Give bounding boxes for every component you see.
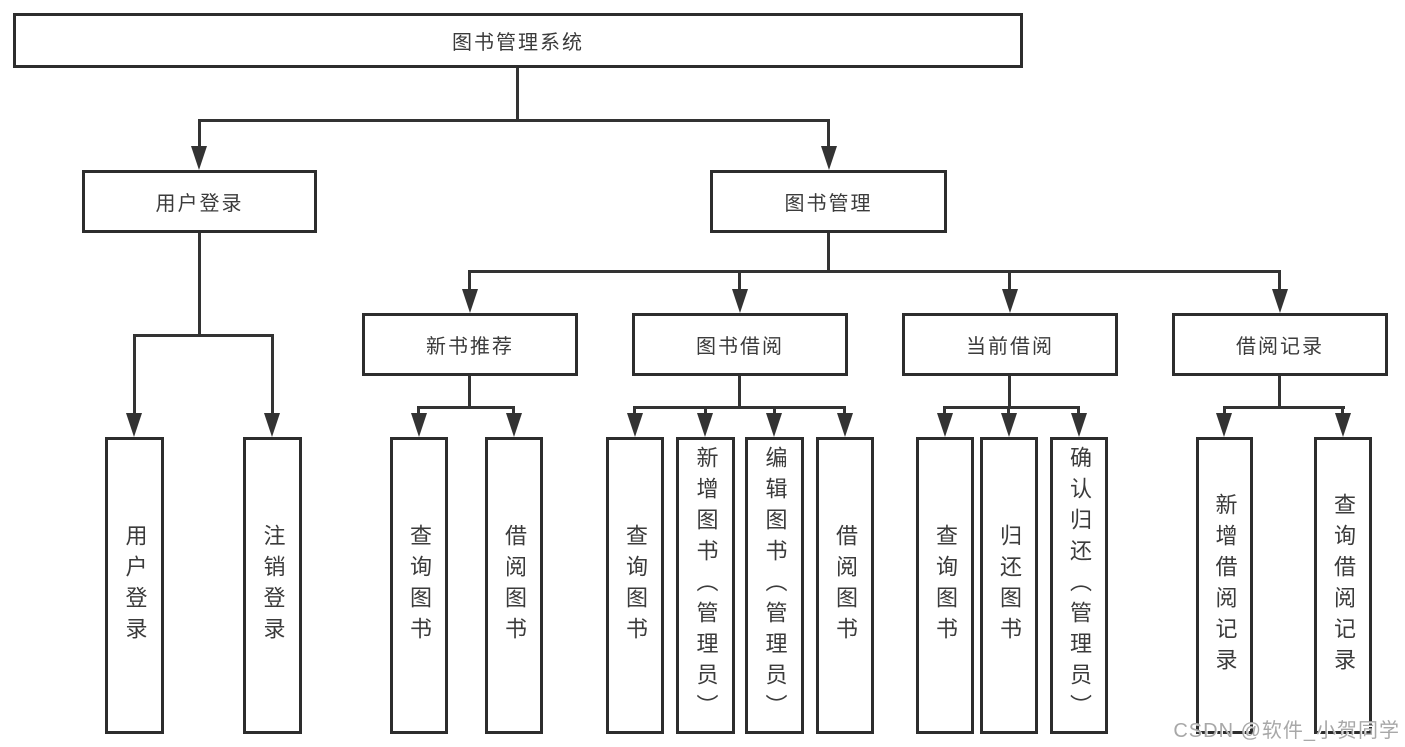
leaf-query-books-current: 查询图书 (916, 437, 974, 734)
connector-line (133, 334, 274, 337)
node-borrowing-records: 借阅记录 (1172, 313, 1388, 376)
leaf-label: 查询图书 (407, 523, 432, 648)
leaf-return-book: 归还图书 (980, 437, 1038, 734)
leaf-logout: 注销登录 (243, 437, 302, 734)
leaf-borrow-books-recommend: 借阅图书 (485, 437, 543, 734)
connector-line (704, 406, 707, 417)
leaf-confirm-return-admin: 确认归还（管理员） (1050, 437, 1108, 734)
leaf-label: 确认归还（管理员） (1067, 446, 1092, 725)
connector-line (738, 270, 741, 293)
arrowhead-icon (1001, 413, 1017, 437)
arrowhead-icon (732, 289, 748, 313)
connector-line (827, 119, 830, 149)
connector-line (1007, 406, 1010, 417)
arrowhead-icon (411, 413, 427, 437)
arrowhead-icon (937, 413, 953, 437)
connector-line (516, 68, 519, 121)
leaf-user-login: 用户登录 (105, 437, 164, 734)
leaf-add-borrow-record: 新增借阅记录 (1196, 437, 1253, 734)
leaf-query-books-borrowing: 查询图书 (606, 437, 664, 734)
leaf-label: 用户登录 (122, 523, 148, 648)
node-new-book-recommend: 新书推荐 (362, 313, 578, 376)
connector-line (1223, 406, 1345, 409)
connector-line (198, 233, 201, 336)
connector-line (1008, 270, 1011, 293)
connector-line (1341, 406, 1344, 417)
csdn-watermark: CSDN @软件_小贺同学 (1173, 720, 1400, 742)
connector-line (633, 406, 846, 409)
leaf-label: 新增借阅记录 (1212, 492, 1238, 679)
connector-line (271, 334, 274, 416)
connector-line (417, 406, 515, 409)
leaf-query-books-recommend: 查询图书 (390, 437, 448, 734)
connector-line (943, 406, 1080, 409)
connector-line (133, 334, 136, 416)
connector-line (1223, 406, 1226, 417)
connector-line (198, 119, 201, 149)
connector-line (468, 270, 1281, 273)
arrowhead-icon (766, 413, 782, 437)
connector-line (943, 406, 946, 417)
node-current-borrowing: 当前借阅 (902, 313, 1118, 376)
leaf-label: 借阅图书 (502, 523, 527, 648)
arrowhead-icon (191, 146, 207, 170)
connector-line (773, 406, 776, 417)
leaf-label: 注销登录 (260, 523, 286, 648)
arrowhead-icon (1002, 289, 1018, 313)
connector-line (417, 406, 420, 417)
node-user-login: 用户登录 (82, 170, 317, 233)
arrowhead-icon (1272, 289, 1288, 313)
leaf-label: 查询借阅记录 (1331, 492, 1356, 679)
connector-line (1278, 376, 1281, 409)
leaf-add-book-admin: 新增图书（管理员） (676, 437, 735, 734)
arrowhead-icon (462, 289, 478, 313)
connector-line (633, 406, 636, 417)
leaf-label: 借阅图书 (833, 523, 858, 648)
arrowhead-icon (264, 413, 280, 437)
arrowhead-icon (1071, 413, 1087, 437)
leaf-label: 新增图书（管理员） (693, 446, 719, 725)
node-library-system: 图书管理系统 (13, 13, 1023, 68)
leaf-label: 查询图书 (623, 523, 648, 648)
connector-line (1008, 376, 1011, 409)
node-book-borrowing: 图书借阅 (632, 313, 848, 376)
arrowhead-icon (821, 146, 837, 170)
arrowhead-icon (837, 413, 853, 437)
node-book-management: 图书管理 (710, 170, 947, 233)
arrowhead-icon (1216, 413, 1232, 437)
connector-line (843, 406, 846, 417)
leaf-label: 归还图书 (997, 523, 1022, 648)
arrowhead-icon (506, 413, 522, 437)
connector-line (738, 376, 741, 409)
leaf-query-borrow-record: 查询借阅记录 (1314, 437, 1372, 734)
connector-line (827, 233, 830, 273)
leaf-label: 编辑图书（管理员） (762, 446, 788, 725)
connector-line (468, 270, 471, 293)
connector-line (468, 376, 471, 409)
connector-line (1077, 406, 1080, 417)
arrowhead-icon (697, 413, 713, 437)
connector-line (512, 406, 515, 417)
connector-line (198, 119, 830, 122)
leaf-edit-book-admin: 编辑图书（管理员） (745, 437, 804, 734)
connector-line (1278, 270, 1281, 293)
leaf-borrow-books-borrowing: 借阅图书 (816, 437, 874, 734)
arrowhead-icon (126, 413, 142, 437)
leaf-label: 查询图书 (933, 523, 958, 648)
arrowhead-icon (627, 413, 643, 437)
arrowhead-icon (1335, 413, 1351, 437)
